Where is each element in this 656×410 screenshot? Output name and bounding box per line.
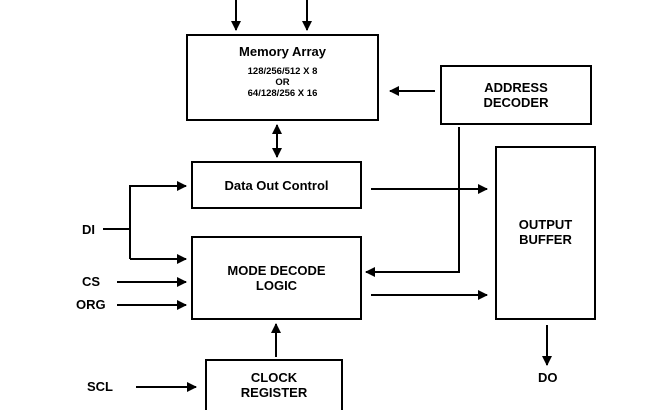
output-buffer-line1: OUTPUT	[518, 217, 573, 232]
address-decoder-block: ADDRESS DECODER	[440, 65, 592, 125]
address-decoder-line2: DECODER	[483, 95, 549, 110]
mode-decode-line2: LOGIC	[255, 278, 298, 293]
memory-array-or: OR	[275, 77, 290, 88]
mode-decode-line1: MODE DECODE	[227, 263, 326, 278]
do-label: DO	[538, 370, 558, 385]
clock-register-line2: REGISTER	[240, 385, 308, 400]
memory-array-size-1: 128/256/512 X 8	[247, 66, 318, 77]
data-out-control-block: Data Out Control	[191, 161, 362, 209]
di-to-data-out-wire	[129, 181, 187, 259]
data-out-control-title: Data Out Control	[224, 178, 329, 193]
output-buffer-line2: BUFFER	[519, 232, 572, 247]
memory-array-block: Memory Array 128/256/512 X 8 OR 64/128/2…	[186, 34, 379, 121]
org-label: ORG	[76, 297, 106, 312]
mode-decode-logic-block: MODE DECODE LOGIC	[191, 236, 362, 320]
clock-register-line1: CLOCK	[250, 370, 298, 385]
memory-array-size-2: 64/128/256 X 16	[247, 88, 318, 99]
scl-label: SCL	[87, 379, 113, 394]
di-label: DI	[82, 222, 95, 237]
output-buffer-block: OUTPUT BUFFER	[495, 146, 596, 320]
memory-array-title: Memory Array	[239, 44, 326, 59]
clock-register-block: CLOCK REGISTER	[205, 359, 343, 410]
address-to-mode-decode-wire	[365, 127, 460, 277]
address-decoder-line1: ADDRESS	[484, 80, 548, 95]
cs-label: CS	[82, 274, 101, 289]
